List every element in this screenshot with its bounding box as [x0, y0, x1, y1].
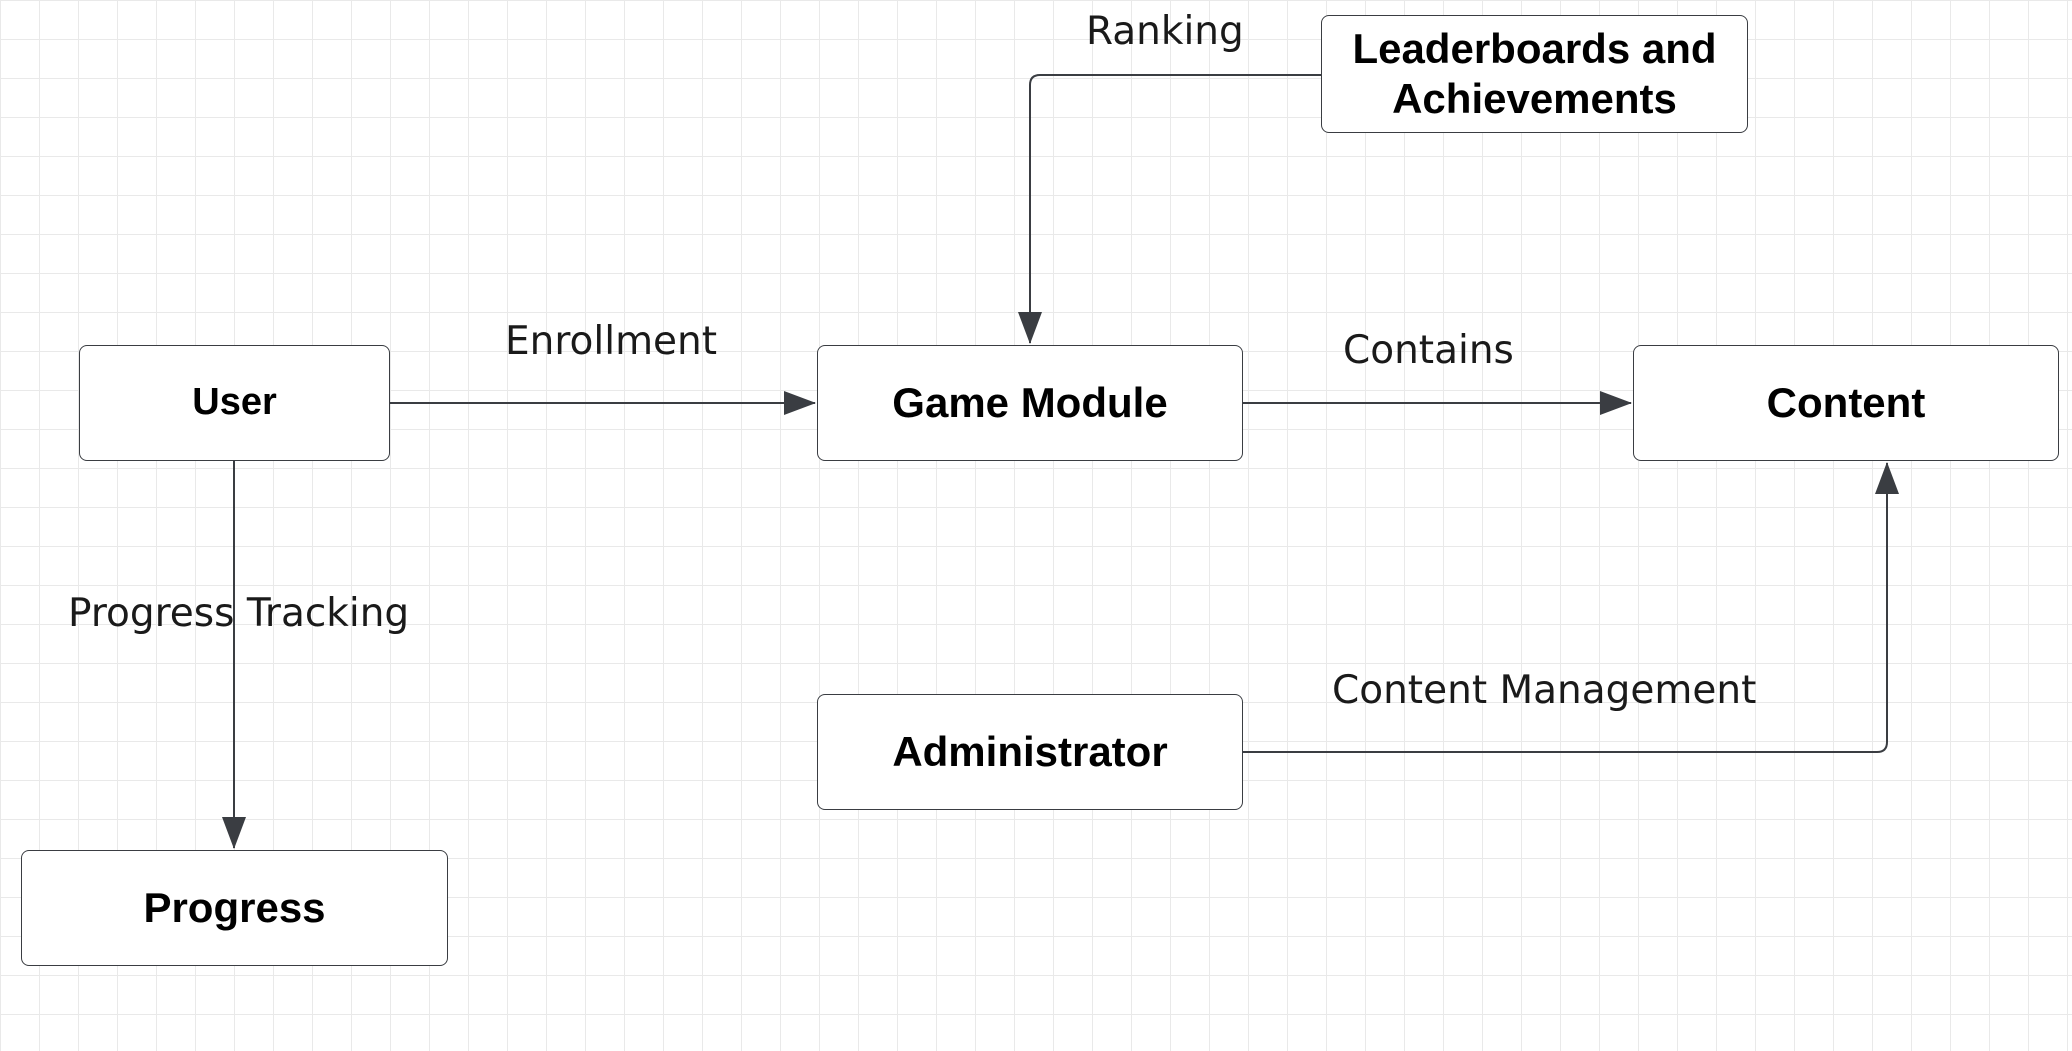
node-progress-label: Progress [143, 883, 326, 931]
node-user-label: User [192, 381, 277, 424]
label-ranking: Ranking [1086, 9, 1244, 54]
label-contains: Contains [1343, 328, 1514, 373]
node-leaderboards[interactable]: Leaderboards and Achievements [1321, 15, 1748, 133]
node-administrator-label: Administrator [892, 727, 1168, 775]
node-game-module[interactable]: Game Module [817, 345, 1243, 461]
edge-content-management [1243, 462, 1899, 753]
label-content-management: Content Management [1332, 668, 1757, 713]
edge-ranking [1018, 74, 1321, 344]
label-enrollment: Enrollment [505, 319, 718, 364]
node-content-label: Content [1766, 378, 1926, 426]
label-progress-tracking: Progress Tracking [68, 591, 410, 636]
node-user[interactable]: User [79, 345, 390, 461]
node-progress[interactable]: Progress [21, 850, 448, 966]
node-game-module-label: Game Module [892, 378, 1168, 426]
node-leaderboards-label: Leaderboards and Achievements [1352, 24, 1717, 122]
node-content[interactable]: Content [1633, 345, 2059, 461]
node-administrator[interactable]: Administrator [817, 694, 1243, 810]
